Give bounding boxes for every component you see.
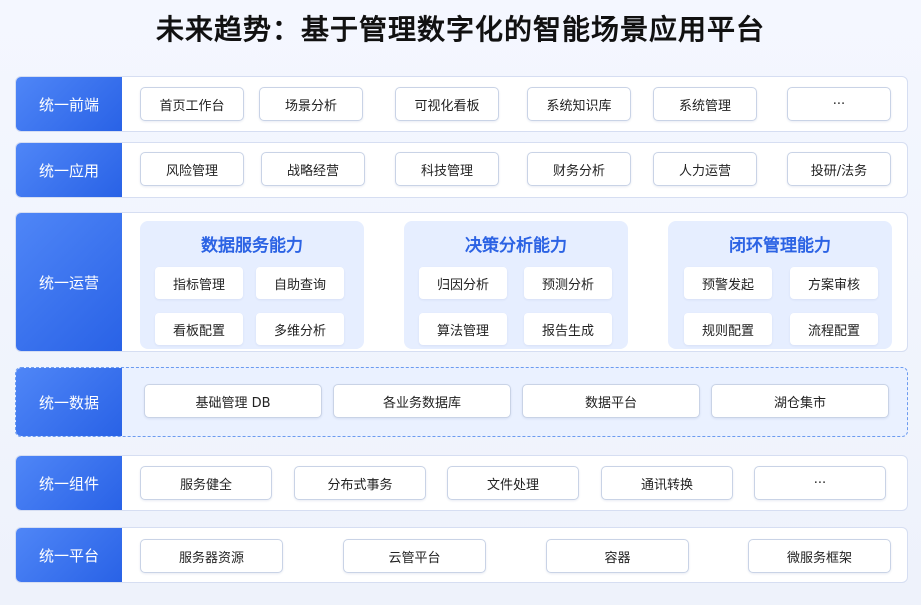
capability-item[interactable]: 指标管理: [155, 267, 243, 299]
layer-label-component: 统一组件: [16, 456, 122, 510]
layer-label-frontend: 统一前端: [16, 77, 122, 131]
chip-component-2[interactable]: 分布式事务: [294, 466, 426, 500]
group-title: 闭环管理能力: [729, 236, 831, 256]
capability-item[interactable]: 规则配置: [684, 313, 772, 345]
chip-application-6[interactable]: 投研/法务: [787, 152, 891, 186]
chip-application-5[interactable]: 人力运营: [653, 152, 757, 186]
layer-label-application: 统一应用: [16, 143, 122, 197]
chip-frontend-more[interactable]: ···: [787, 87, 891, 121]
capability-item[interactable]: 方案审核: [790, 267, 878, 299]
layer-platform: 统一平台 服务器资源 云管平台 容器 微服务框架: [15, 527, 908, 583]
chip-frontend-4[interactable]: 系统知识库: [527, 87, 631, 121]
chip-platform-2[interactable]: 云管平台: [343, 539, 486, 573]
chip-data-4[interactable]: 湖仓集市: [711, 384, 889, 418]
capability-item[interactable]: 归因分析: [419, 267, 507, 299]
layer-frontend: 统一前端 首页工作台 场景分析 可视化看板 系统知识库 系统管理 ···: [15, 76, 908, 132]
page-title: 未来趋势：基于管理数字化的智能场景应用平台: [155, 13, 765, 46]
chip-component-4[interactable]: 通讯转换: [601, 466, 733, 500]
capability-item[interactable]: 多维分析: [256, 313, 344, 345]
chip-platform-3[interactable]: 容器: [546, 539, 689, 573]
layer-label-operation: 统一运营: [16, 213, 122, 351]
capability-item[interactable]: 流程配置: [790, 313, 878, 345]
layer-label-platform: 统一平台: [16, 528, 122, 582]
layer-application: 统一应用 风险管理 战略经营 科技管理 财务分析 人力运营 投研/法务: [15, 142, 908, 198]
layer-label-data: 统一数据: [16, 368, 122, 436]
chip-data-3[interactable]: 数据平台: [522, 384, 700, 418]
group-title: 数据服务能力: [201, 236, 303, 256]
chip-component-more[interactable]: ···: [754, 466, 886, 500]
chip-frontend-3[interactable]: 可视化看板: [395, 87, 499, 121]
chip-component-1[interactable]: 服务健全: [140, 466, 272, 500]
chip-platform-1[interactable]: 服务器资源: [140, 539, 283, 573]
capability-group-closed-loop: 闭环管理能力 预警发起 方案审核 规则配置 流程配置: [668, 221, 892, 349]
capability-group-decision-analysis: 决策分析能力 归因分析 预测分析 算法管理 报告生成: [404, 221, 628, 349]
layer-component: 统一组件 服务健全 分布式事务 文件处理 通讯转换 ···: [15, 455, 908, 511]
layer-data: 统一数据 基础管理 DB 各业务数据库 数据平台 湖仓集市: [15, 367, 908, 437]
chip-application-2[interactable]: 战略经营: [261, 152, 365, 186]
chip-frontend-1[interactable]: 首页工作台: [140, 87, 244, 121]
chip-application-1[interactable]: 风险管理: [140, 152, 244, 186]
capability-group-data-service: 数据服务能力 指标管理 自助查询 看板配置 多维分析: [140, 221, 364, 349]
capability-item[interactable]: 预测分析: [524, 267, 612, 299]
capability-item[interactable]: 自助查询: [256, 267, 344, 299]
chip-application-4[interactable]: 财务分析: [527, 152, 631, 186]
capability-item[interactable]: 看板配置: [155, 313, 243, 345]
capability-item[interactable]: 报告生成: [524, 313, 612, 345]
chip-data-2[interactable]: 各业务数据库: [333, 384, 511, 418]
chip-component-3[interactable]: 文件处理: [447, 466, 579, 500]
chip-application-3[interactable]: 科技管理: [395, 152, 499, 186]
chip-frontend-2[interactable]: 场景分析: [259, 87, 363, 121]
group-title: 决策分析能力: [465, 236, 567, 256]
chip-data-1[interactable]: 基础管理 DB: [144, 384, 322, 418]
layer-operation: 统一运营 数据服务能力 指标管理 自助查询 看板配置 多维分析 决策分析能力 归…: [15, 212, 908, 352]
chip-frontend-5[interactable]: 系统管理: [653, 87, 757, 121]
capability-item[interactable]: 预警发起: [684, 267, 772, 299]
capability-item[interactable]: 算法管理: [419, 313, 507, 345]
chip-platform-4[interactable]: 微服务框架: [748, 539, 891, 573]
